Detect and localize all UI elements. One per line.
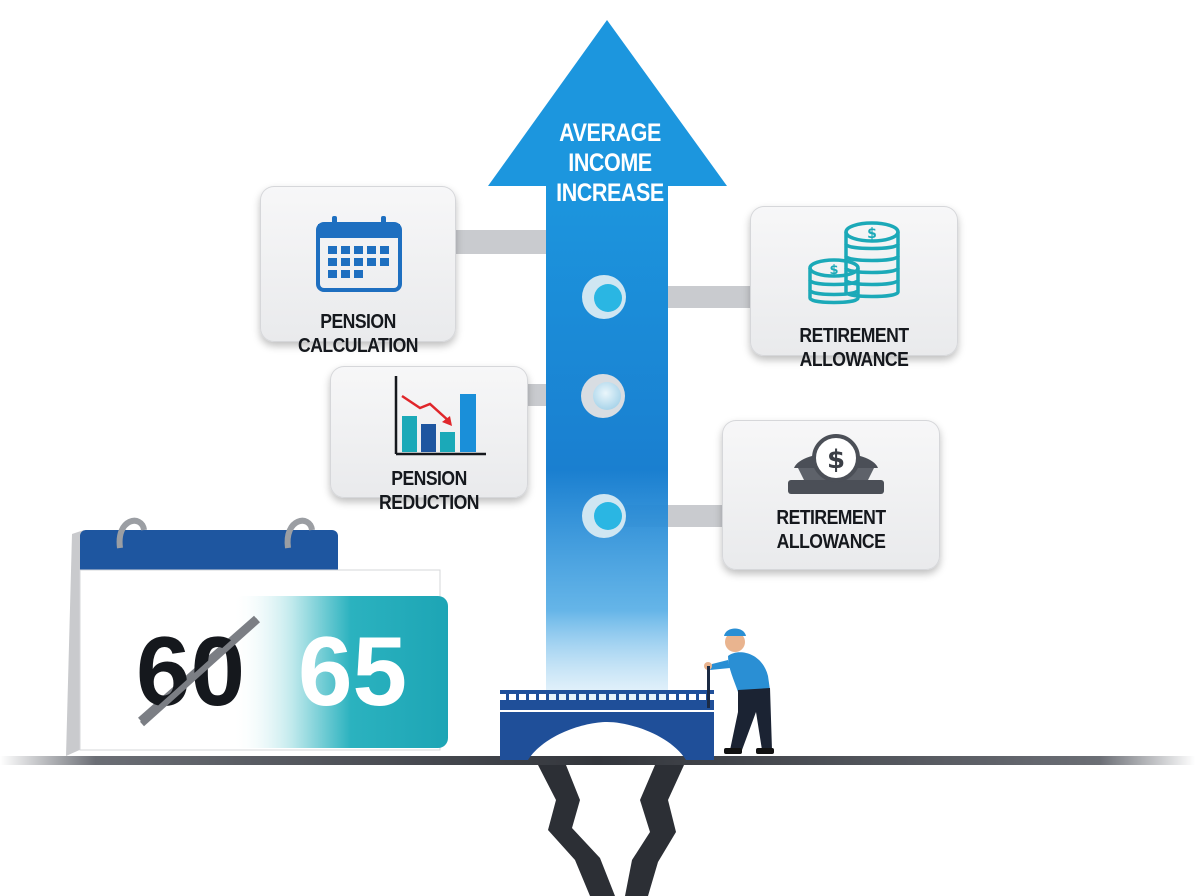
retirement-allowance-label-bottom: RETIREMENT ALLOWANCE bbox=[735, 506, 927, 554]
ground-crack bbox=[538, 765, 684, 896]
retirement-allowance-card-top: $ $ RETIREMENT ALLOWANCE bbox=[750, 206, 958, 371]
retirement-allowance-label-top: RETIREMENT ALLOWANCE bbox=[799, 325, 909, 371]
calendar-icon bbox=[316, 216, 402, 292]
svg-text:$: $ bbox=[827, 445, 845, 475]
retirement-allowance-card-bottom: $ RETIREMENT ALLOWANCE bbox=[722, 420, 940, 570]
ground-line bbox=[0, 756, 1195, 765]
new-retirement-age: 65 bbox=[298, 616, 408, 726]
svg-text:$: $ bbox=[829, 263, 838, 278]
old-retirement-age: 60 bbox=[136, 616, 246, 726]
income-increase-arrow bbox=[488, 20, 727, 704]
declining-bar-chart-icon bbox=[394, 376, 486, 456]
arrow-label: AVERAGE INCOME INCREASE bbox=[550, 118, 670, 208]
pension-calculation-label: PENSION CALCULATION bbox=[298, 311, 419, 357]
retirement-allowance-label-line-2: ALLOWANCE bbox=[776, 531, 886, 553]
arrow-label-line-1: AVERAGE bbox=[559, 119, 661, 147]
connector-knobs bbox=[581, 275, 626, 538]
bridge bbox=[500, 690, 714, 760]
pension-reduction-label: PENSION REDUCTION bbox=[379, 468, 479, 514]
arrow-label-line-2: INCOME bbox=[568, 149, 652, 177]
arrow-label-line-3: INCREASE bbox=[556, 179, 664, 207]
coin-stacks-icon: $ $ bbox=[808, 221, 900, 305]
svg-text:$: $ bbox=[867, 226, 877, 242]
pension-reduction-card: PENSION REDUCTION bbox=[330, 366, 528, 514]
retirement-allowance-label-line-1: RETIREMENT bbox=[776, 507, 886, 529]
person-figure bbox=[704, 628, 774, 754]
dollar-coin-bowl-icon: $ bbox=[788, 434, 884, 494]
pension-calculation-card: PENSION CALCULATION bbox=[260, 186, 456, 357]
